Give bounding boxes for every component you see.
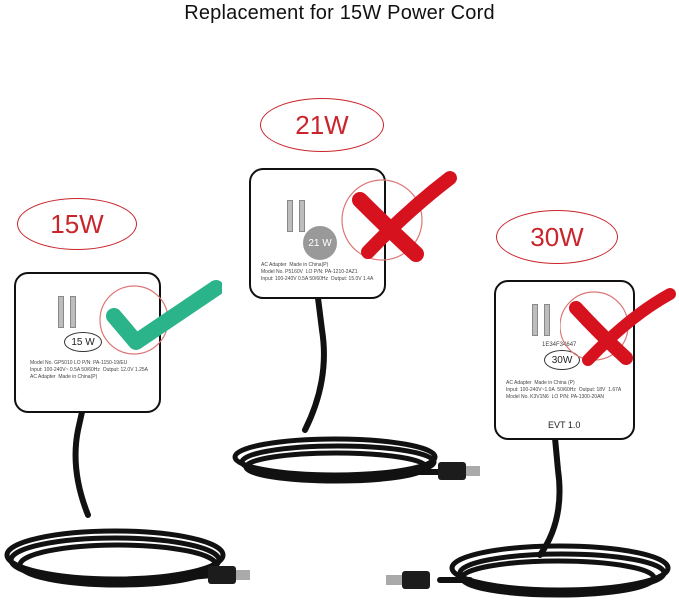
plug-1 [208,566,236,584]
page-title: Replacement for 15W Power Cord [184,2,495,24]
label-line: AC Adapter Made in China (P) [506,380,575,386]
plug-prongs-icon [287,200,307,232]
plug-prongs-icon [58,296,78,328]
badge-21w: 21W [260,98,384,152]
plug-2 [438,462,466,480]
plug-3 [402,571,430,589]
evt-label: EVT 1.0 [548,420,581,430]
badge-30w: 30W [496,210,618,264]
label-line: Model No. GP5010 LO P/N: PA-1150-19/EU [30,360,128,366]
serial-number: 1E34F34647 [542,342,577,348]
label-line: Model No. P5160V LO P/N: PA-1210-2AZ1 [261,269,358,275]
rating-label: 15 W [64,332,102,352]
adapter-15w: 15 W Model No. GP5010 LO P/N: PA-1150-19… [14,272,161,413]
label-line: Input: 100-240V 0.5A 50/60Hz Output: 15.… [261,276,374,282]
label-line: Model No. K3V1N6 LO P/N: PA-1300-20AN [506,394,605,400]
label-line: AC Adapter Made in China(P) [261,262,329,268]
label-line: Input: 100-240V~1.0A 50/60Hz Output: 18V… [506,387,622,393]
plug-prongs-icon [532,304,552,336]
label-line: AC Adapter Made in China(P) [30,374,98,380]
rating-label: 30W [544,350,580,370]
cross-mark-icon [341,171,457,262]
badge-15w: 15W [17,198,137,250]
check-mark-icon [99,280,222,355]
rating-label: 21 W [303,226,337,260]
label-line: Input: 100-240V~ 0.5A 50/60Hz Output: 12… [30,367,149,373]
cross-mark-icon [560,288,676,366]
adapter-30w: 1E34F34647 30W AC Adapter Made in China … [494,280,635,440]
adapter-21w: 21 W AC Adapter Made in China(P) Model N… [249,168,386,299]
